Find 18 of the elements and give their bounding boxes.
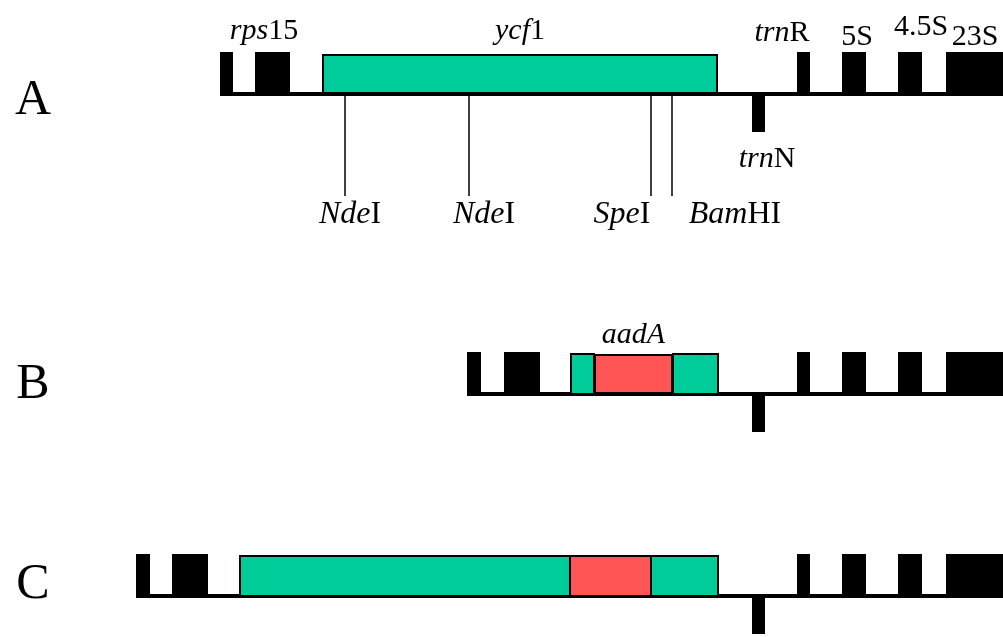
restriction-site-label: NdeI bbox=[452, 196, 516, 228]
restriction-site-label: BamHI bbox=[688, 196, 782, 228]
leader-line bbox=[671, 95, 673, 197]
gene-label: 4.5S bbox=[893, 10, 949, 40]
restriction-site-label: NdeI bbox=[318, 196, 382, 228]
panel-letter: A bbox=[14, 72, 52, 122]
leader-line bbox=[650, 95, 652, 197]
leader-line bbox=[344, 95, 346, 197]
gene-label: trnR bbox=[754, 16, 810, 46]
gene-label: aadA bbox=[601, 318, 666, 348]
restriction-site-label: SpeI bbox=[593, 196, 651, 228]
panel-letter: B bbox=[16, 356, 50, 406]
gene-label: trnN bbox=[738, 142, 796, 172]
panel-letter: C bbox=[16, 556, 50, 606]
gene-label: 23S bbox=[951, 20, 999, 50]
leader-line bbox=[468, 95, 470, 197]
gene-label: 5S bbox=[841, 20, 873, 50]
gene-label: rps15 bbox=[229, 14, 299, 44]
